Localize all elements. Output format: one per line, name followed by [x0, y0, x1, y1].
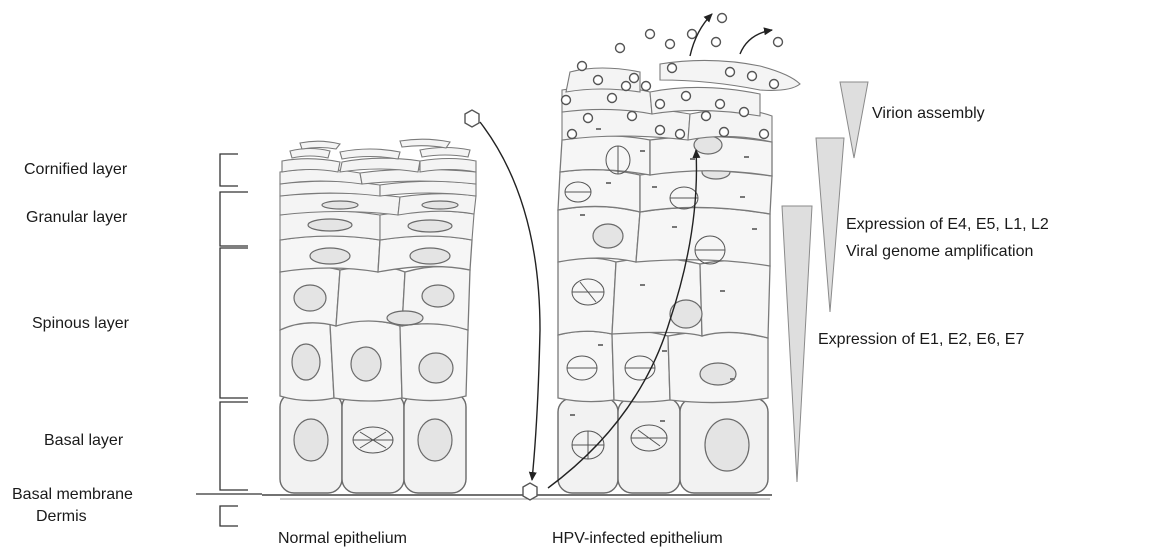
basal-membrane-label: Basal membrane: [12, 486, 133, 504]
virion-assembly-label: Virion assembly: [872, 105, 985, 123]
early-expression-label: Expression of E1, E2, E6, E7: [818, 331, 1024, 349]
normal-spinous-cells: [280, 236, 472, 401]
infected-epithelium: [558, 60, 800, 493]
infected-granular-cells: [558, 136, 772, 214]
cornified-layer-label: Cornified layer: [24, 161, 127, 179]
basal-layer-label: Basal layer: [44, 432, 123, 450]
normal-epithelium: [280, 139, 476, 493]
late-expression-label: Expression of E4, E5, L1, L2: [846, 216, 1049, 234]
expression-wedges: [782, 82, 868, 482]
granular-layer-label: Granular layer: [26, 209, 127, 227]
normal-basal-cells: [280, 393, 466, 493]
infected-spinous-cells: [558, 206, 770, 402]
normal-cornified-cells: [280, 139, 476, 196]
genome-amplification-label: Viral genome amplification: [846, 243, 1033, 261]
infected-basal-cells: [558, 398, 768, 493]
early-expression-wedge: [782, 206, 812, 482]
normal-epithelium-caption: Normal epithelium: [278, 530, 407, 548]
spinous-layer-label: Spinous layer: [32, 315, 129, 333]
layer-brackets: [196, 154, 262, 526]
late-expression-wedge: [816, 138, 844, 312]
dermis-label: Dermis: [36, 508, 87, 526]
normal-granular-cells: [280, 193, 476, 240]
infected-epithelium-caption: HPV-infected epithelium: [552, 530, 723, 548]
virion-assembly-wedge: [840, 82, 868, 158]
